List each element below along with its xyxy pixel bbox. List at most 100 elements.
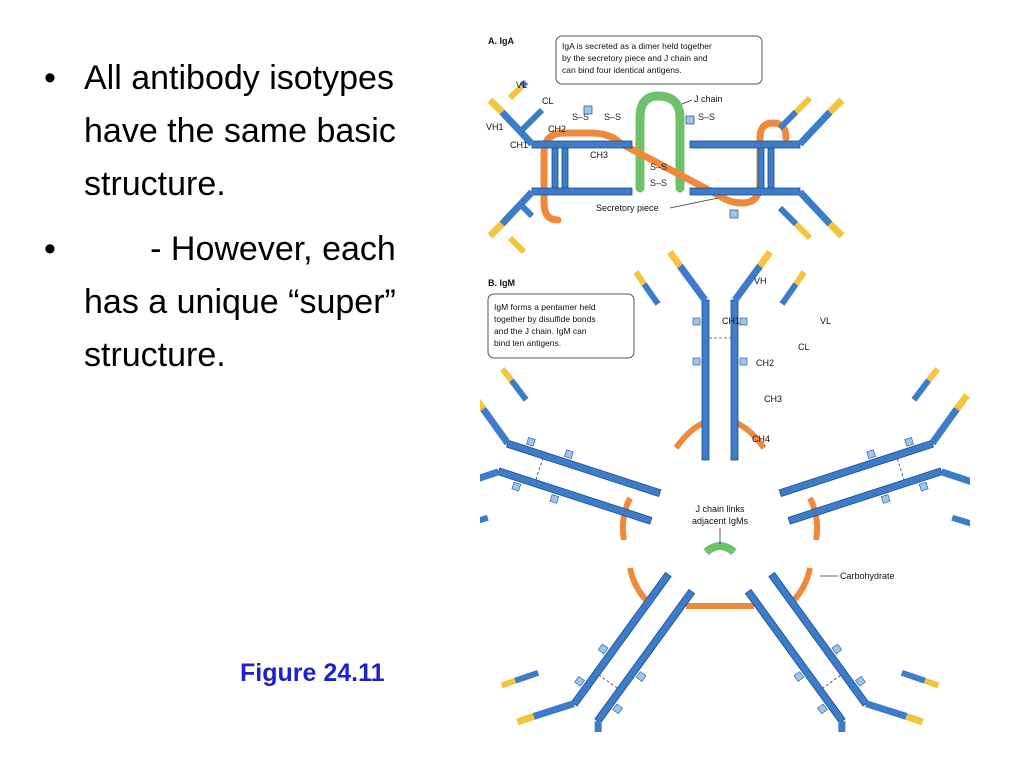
igm-variable-tip [954, 393, 970, 412]
bullet-dot-icon: • [44, 59, 56, 97]
igm-light-chain [779, 282, 799, 306]
iga-left-monomer [487, 79, 633, 255]
igm-light-tip [500, 677, 517, 689]
disulfide-label: S–S [698, 112, 715, 122]
igm-light-tip [633, 270, 647, 286]
bullet-text: - However, each has a unique “super” str… [84, 230, 406, 374]
carbohydrate-icon [739, 317, 748, 326]
panel-a-note-line: IgA is secreted as a dimer held together [562, 41, 712, 51]
igm-light-chain [509, 378, 529, 402]
carbohydrate-icon [526, 437, 536, 447]
igm-arm [865, 700, 908, 720]
igm-light-tip [926, 367, 940, 383]
disulfide-label: S–S [604, 112, 621, 122]
label-ch1: CH1 [510, 140, 528, 150]
igm-label-ch1: CH1 [722, 316, 740, 326]
igm-heavy-chain [778, 439, 934, 498]
carbohydrate-icon [880, 494, 891, 504]
disulfide-bond [599, 674, 618, 689]
carbohydrate-icon [597, 643, 609, 655]
label-vl: VL [516, 80, 527, 90]
j-chain-links-label: J chain links [695, 504, 745, 514]
igm-light-tip [923, 677, 940, 689]
panel-b-note-line: bind ten antigens. [494, 338, 561, 348]
igm-label-cl: CL [798, 342, 810, 352]
igm-variable-tip [757, 249, 773, 269]
carbohydrate-icon [692, 317, 701, 326]
igm-light-chain [514, 669, 540, 684]
igm-arm [594, 721, 602, 732]
disulfide-label: S–S [572, 112, 589, 122]
disulfide-bond [822, 674, 841, 689]
panel-a-note-line: can bind four identical antigens. [562, 65, 682, 75]
carbohydrate-icon [793, 671, 805, 682]
igm-light-chain [641, 282, 661, 306]
carbohydrate-icon [511, 481, 522, 492]
carbohydrate-icon [831, 643, 843, 655]
igm-heavy-chain [497, 467, 653, 525]
igm-light-chain [911, 378, 931, 402]
panel-a-note-line: by the secretory piece and J chain and [562, 53, 708, 63]
antibody-figure: A. IgA IgA is secreted as a dimer held t… [480, 28, 970, 732]
label-ch3: CH3 [590, 150, 608, 160]
carbohydrate-icon [918, 481, 929, 492]
panel-b-igm: B. IgM IgM forms a pentamer held togethe… [480, 249, 970, 732]
igm-heavy-chain [701, 299, 710, 461]
igm-variable-tip [905, 713, 924, 726]
igm-heavy-chain [570, 571, 672, 707]
igm-arm [480, 406, 511, 446]
disulfide-bond [535, 458, 544, 480]
label-cl: CL [542, 96, 554, 106]
carbohydrate-icon [855, 675, 866, 687]
bullet-item: • All antibody isotypes have the same ba… [40, 52, 460, 211]
label-vh1: VH1 [486, 122, 504, 132]
igm-heavy-chain [787, 467, 943, 525]
carbohydrate-icon [904, 437, 914, 447]
igm-label-ch3: CH3 [764, 394, 782, 404]
carbohydrate-icon [866, 449, 876, 459]
igm-monomer [633, 249, 807, 461]
igm-light-chain [951, 514, 970, 528]
igm-heavy-chain [594, 588, 696, 724]
igm-label-vh: VH [754, 276, 767, 286]
j-chain-shape [635, 91, 685, 193]
antibody-diagram: A. IgA IgA is secreted as a dimer held t… [480, 35, 970, 732]
igm-label-ch4: CH4 [752, 434, 770, 444]
j-chain-label: J chain [694, 94, 723, 104]
igm-arm [940, 468, 970, 489]
igm-arm [480, 468, 500, 489]
panel-b-note-line: together by disulfide bonds [494, 314, 596, 324]
panel-b-note-line: and the J chain. IgM can [494, 326, 587, 336]
igm-monomers [480, 249, 970, 732]
disulfide-label: S–S [650, 178, 667, 188]
carbohydrate-icon [574, 675, 585, 687]
iga-right-monomer [689, 95, 845, 241]
panel-a-iga: A. IgA IgA is secreted as a dimer held t… [486, 35, 845, 255]
igm-monomer [500, 571, 696, 732]
igm-monomer [744, 571, 940, 732]
panel-b-note-line: IgM forms a pentamer held [494, 302, 596, 312]
carbohydrate-icon [692, 357, 701, 366]
bullet-dot-icon: • [44, 230, 56, 268]
carbohydrate-icon [729, 209, 739, 219]
igm-light-tip [500, 367, 514, 383]
igm-variable-tip [480, 393, 486, 412]
label-ch2: CH2 [548, 124, 566, 134]
panel-a-note: IgA is secreted as a dimer held together… [555, 35, 763, 85]
panel-b-title: B. IgM [488, 278, 515, 288]
bullet-item: • - However, each has a unique “super” s… [40, 223, 460, 382]
igm-heavy-chain [744, 588, 846, 724]
igm-light-chain [480, 514, 489, 528]
igm-light-tip [793, 270, 807, 286]
igm-arm [929, 406, 960, 446]
carbohydrate-icon [817, 703, 828, 715]
disulfide-bond [896, 458, 905, 480]
carbohydrate-icon [635, 671, 647, 682]
igm-heavy-chain [730, 299, 739, 461]
j-chain-links-label: adjacent IgMs [692, 516, 749, 526]
carbohydrate-icon [564, 449, 574, 459]
igm-label-vl: VL [820, 316, 831, 326]
igm-label-ch2: CH2 [756, 358, 774, 368]
igm-j-chain-shape [703, 542, 737, 556]
carbohydrate-icon [685, 115, 695, 125]
